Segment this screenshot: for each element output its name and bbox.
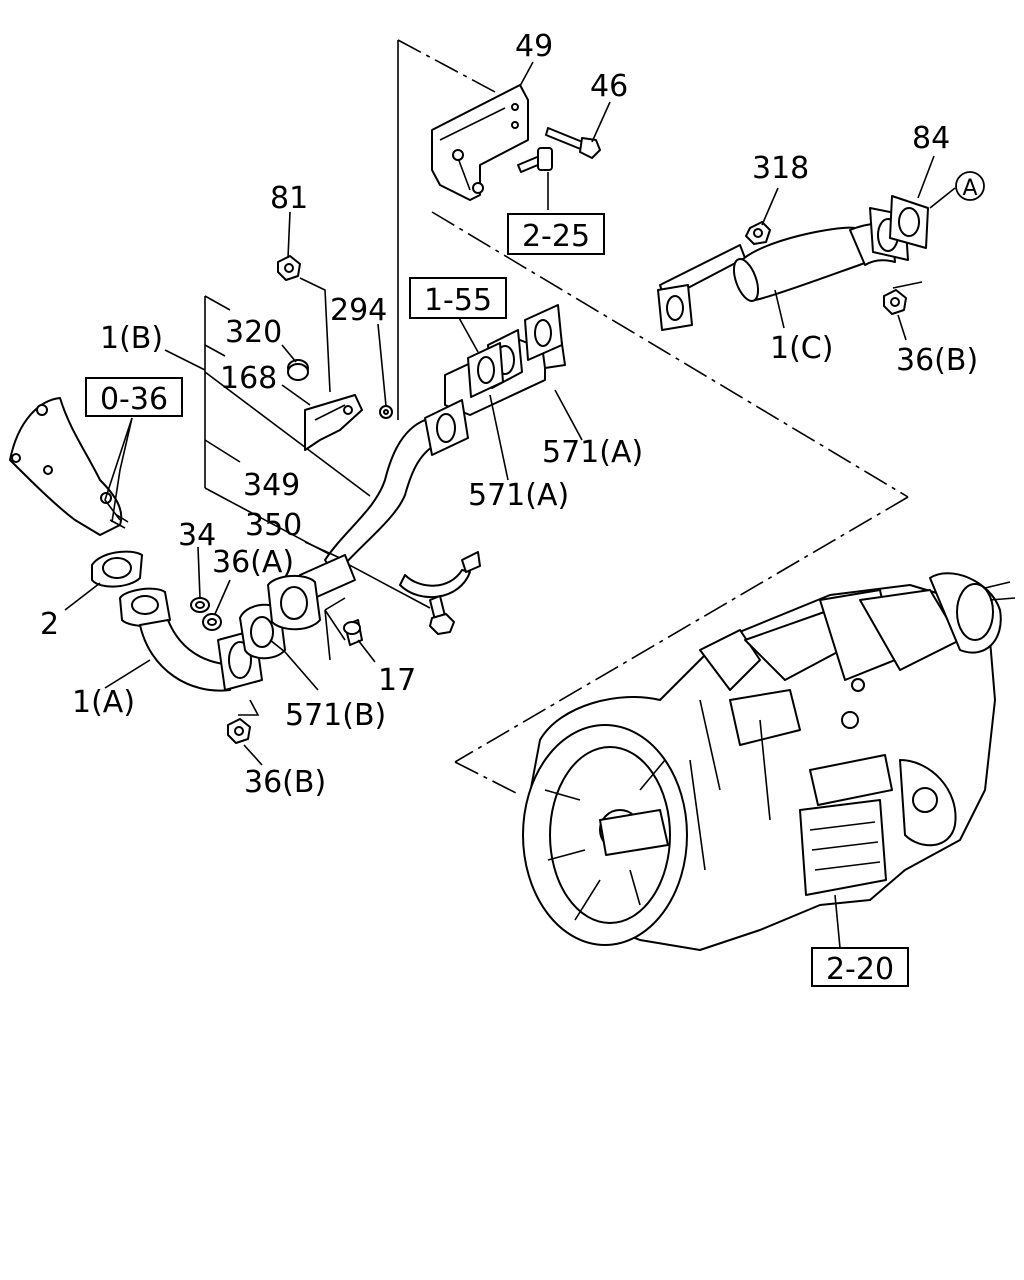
ref-box-0-36[interactable]: 0-36	[85, 377, 183, 417]
label-1a: 1(A)	[72, 685, 135, 720]
flange-571b	[267, 574, 321, 631]
label-81: 81	[270, 181, 308, 216]
ref-2-25-label: 2-25	[522, 219, 590, 254]
exhaust-pipe-1c	[657, 207, 909, 331]
label-17: 17	[378, 663, 416, 698]
part-labels: 49 46 81 318 84 1(B) 320 294 168 349 350…	[40, 29, 978, 800]
label-1b: 1(B)	[100, 321, 163, 356]
bolt-46	[545, 127, 601, 159]
nut-81	[277, 255, 301, 281]
washer-294	[379, 405, 393, 419]
nut-36b-lower	[227, 718, 251, 744]
label-350: 350	[245, 508, 302, 543]
ref-box-2-25[interactable]: 2-25	[507, 213, 605, 255]
clamp-349	[399, 551, 481, 599]
label-46: 46	[590, 69, 628, 104]
label-320: 320	[225, 315, 282, 350]
gasket-571a-lower	[467, 342, 504, 398]
gasket-84	[889, 195, 929, 249]
gasket-2	[91, 550, 143, 588]
label-1c: 1(C)	[770, 331, 833, 366]
ref-1-55-label: 1-55	[424, 283, 492, 318]
bracket-49	[431, 84, 529, 201]
nut-36b-right	[883, 289, 907, 315]
label-571b: 571(B)	[285, 698, 386, 733]
gasket-571a-upper	[524, 304, 563, 361]
leader-lines	[64, 61, 956, 949]
ref-0-36-label: 0-36	[100, 382, 168, 417]
ref-box-2-20[interactable]: 2-20	[811, 947, 909, 987]
label-49: 49	[515, 29, 553, 64]
label-36a: 36(A)	[212, 545, 294, 580]
label-571a-lower: 571(A)	[468, 478, 569, 513]
label-349: 349	[243, 468, 300, 503]
ref-box-1-55[interactable]: 1-55	[409, 277, 507, 319]
nut-36a	[202, 613, 222, 631]
nut-320	[287, 359, 309, 381]
label-36b-right: 36(B)	[896, 343, 978, 378]
label-294: 294	[330, 293, 387, 328]
nut-318	[745, 221, 771, 245]
label-318: 318	[752, 151, 809, 186]
washer-34	[190, 597, 210, 613]
circle-a-label: A	[962, 176, 977, 201]
label-2: 2	[40, 607, 59, 642]
reference-circle-a: A	[955, 171, 985, 201]
label-571a-upper: 571(A)	[542, 435, 643, 470]
label-84: 84	[912, 121, 950, 156]
transmission-2-20	[522, 572, 1016, 951]
bracket-168	[304, 394, 363, 451]
bolt-350	[429, 595, 455, 635]
bolt-17	[343, 619, 363, 646]
exhaust-manifold-0-36	[9, 397, 129, 536]
label-36b-lower: 36(B)	[244, 765, 326, 800]
bolt-2-25	[517, 147, 553, 173]
ref-2-20-label: 2-20	[826, 952, 894, 987]
label-34: 34	[178, 518, 216, 553]
label-168: 168	[220, 361, 277, 396]
